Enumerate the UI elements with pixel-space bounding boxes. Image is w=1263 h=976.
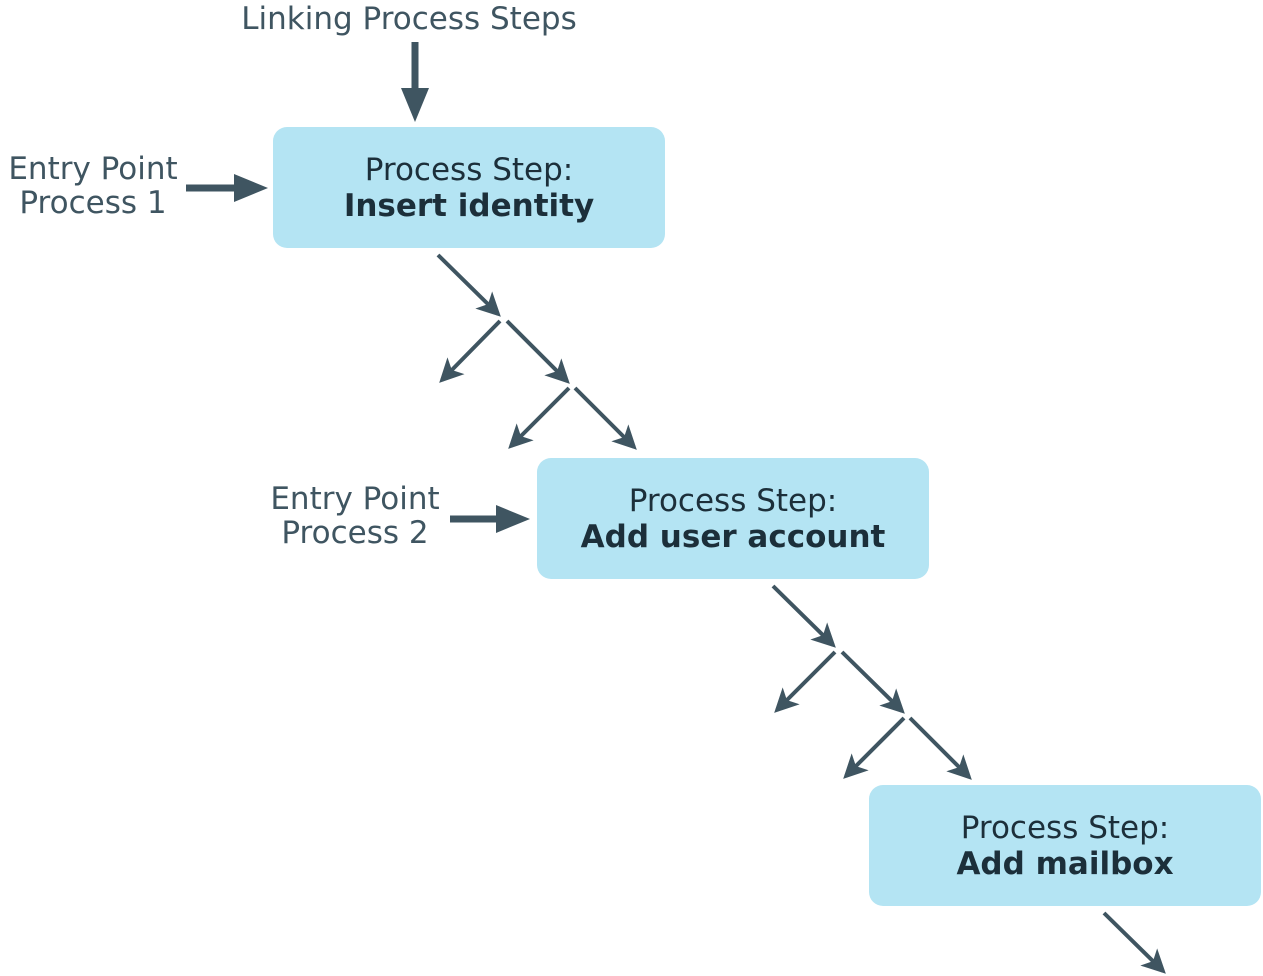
exit-arrow [1102,911,1166,974]
process-step-name: Add user account [580,518,886,555]
title-arrow [401,42,429,122]
process-step-prefix: Process Step: [960,809,1170,846]
entry-point-2-arrow [450,505,530,533]
process-step-add-user-account: Process Step: Add user account [537,458,929,579]
entry-point-2-line2: Process 2 [281,515,429,551]
entry-point-2-label: Entry Point Process 2 [261,482,449,550]
branch-arrows-1 [436,253,637,450]
process-step-prefix: Process Step: [364,151,574,188]
process-step-insert-identity: Process Step: Insert identity [273,127,665,248]
process-step-name: Add mailbox [956,845,1174,882]
diagram-title: Linking Process Steps [241,1,577,37]
process-step-add-mailbox: Process Step: Add mailbox [869,785,1261,906]
entry-point-1-arrow [186,174,268,202]
entry-point-1-line1: Entry Point [8,151,178,187]
entry-point-1-label: Entry Point Process 1 [0,152,186,220]
process-step-name: Insert identity [343,187,595,224]
entry-point-1-line2: Process 1 [19,185,167,221]
entry-point-2-line1: Entry Point [270,481,440,517]
branch-arrows-2 [771,584,972,780]
process-step-prefix: Process Step: [628,482,838,519]
